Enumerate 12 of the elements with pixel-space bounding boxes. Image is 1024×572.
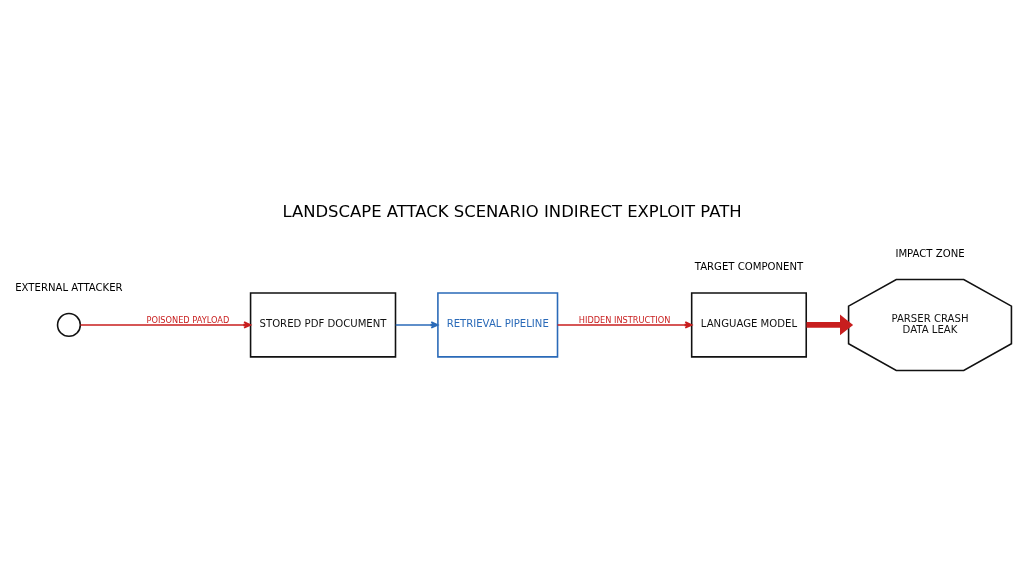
edge-label: POISONED PAYLOAD	[146, 314, 230, 325]
node-label: EXTERNAL ATTACKER	[15, 281, 123, 293]
node-label: TARGET COMPONENT	[694, 261, 804, 273]
diagram-title: LANDSCAPE ATTACK SCENARIO INDIRECT EXPLOIT PATH	[282, 202, 742, 222]
node-box: RETRIEVAL PIPELINE	[437, 292, 559, 358]
node-box: LANGUAGE MODEL	[690, 292, 807, 358]
node-person	[56, 312, 82, 338]
edge-label: HIDDEN INSTRUCTION	[578, 314, 671, 325]
arrow	[79, 321, 252, 329]
node-box: STORED PDF DOCUMENT	[249, 292, 397, 358]
node-label: IMPACT ZONE	[895, 248, 965, 260]
arrow	[806, 314, 854, 336]
